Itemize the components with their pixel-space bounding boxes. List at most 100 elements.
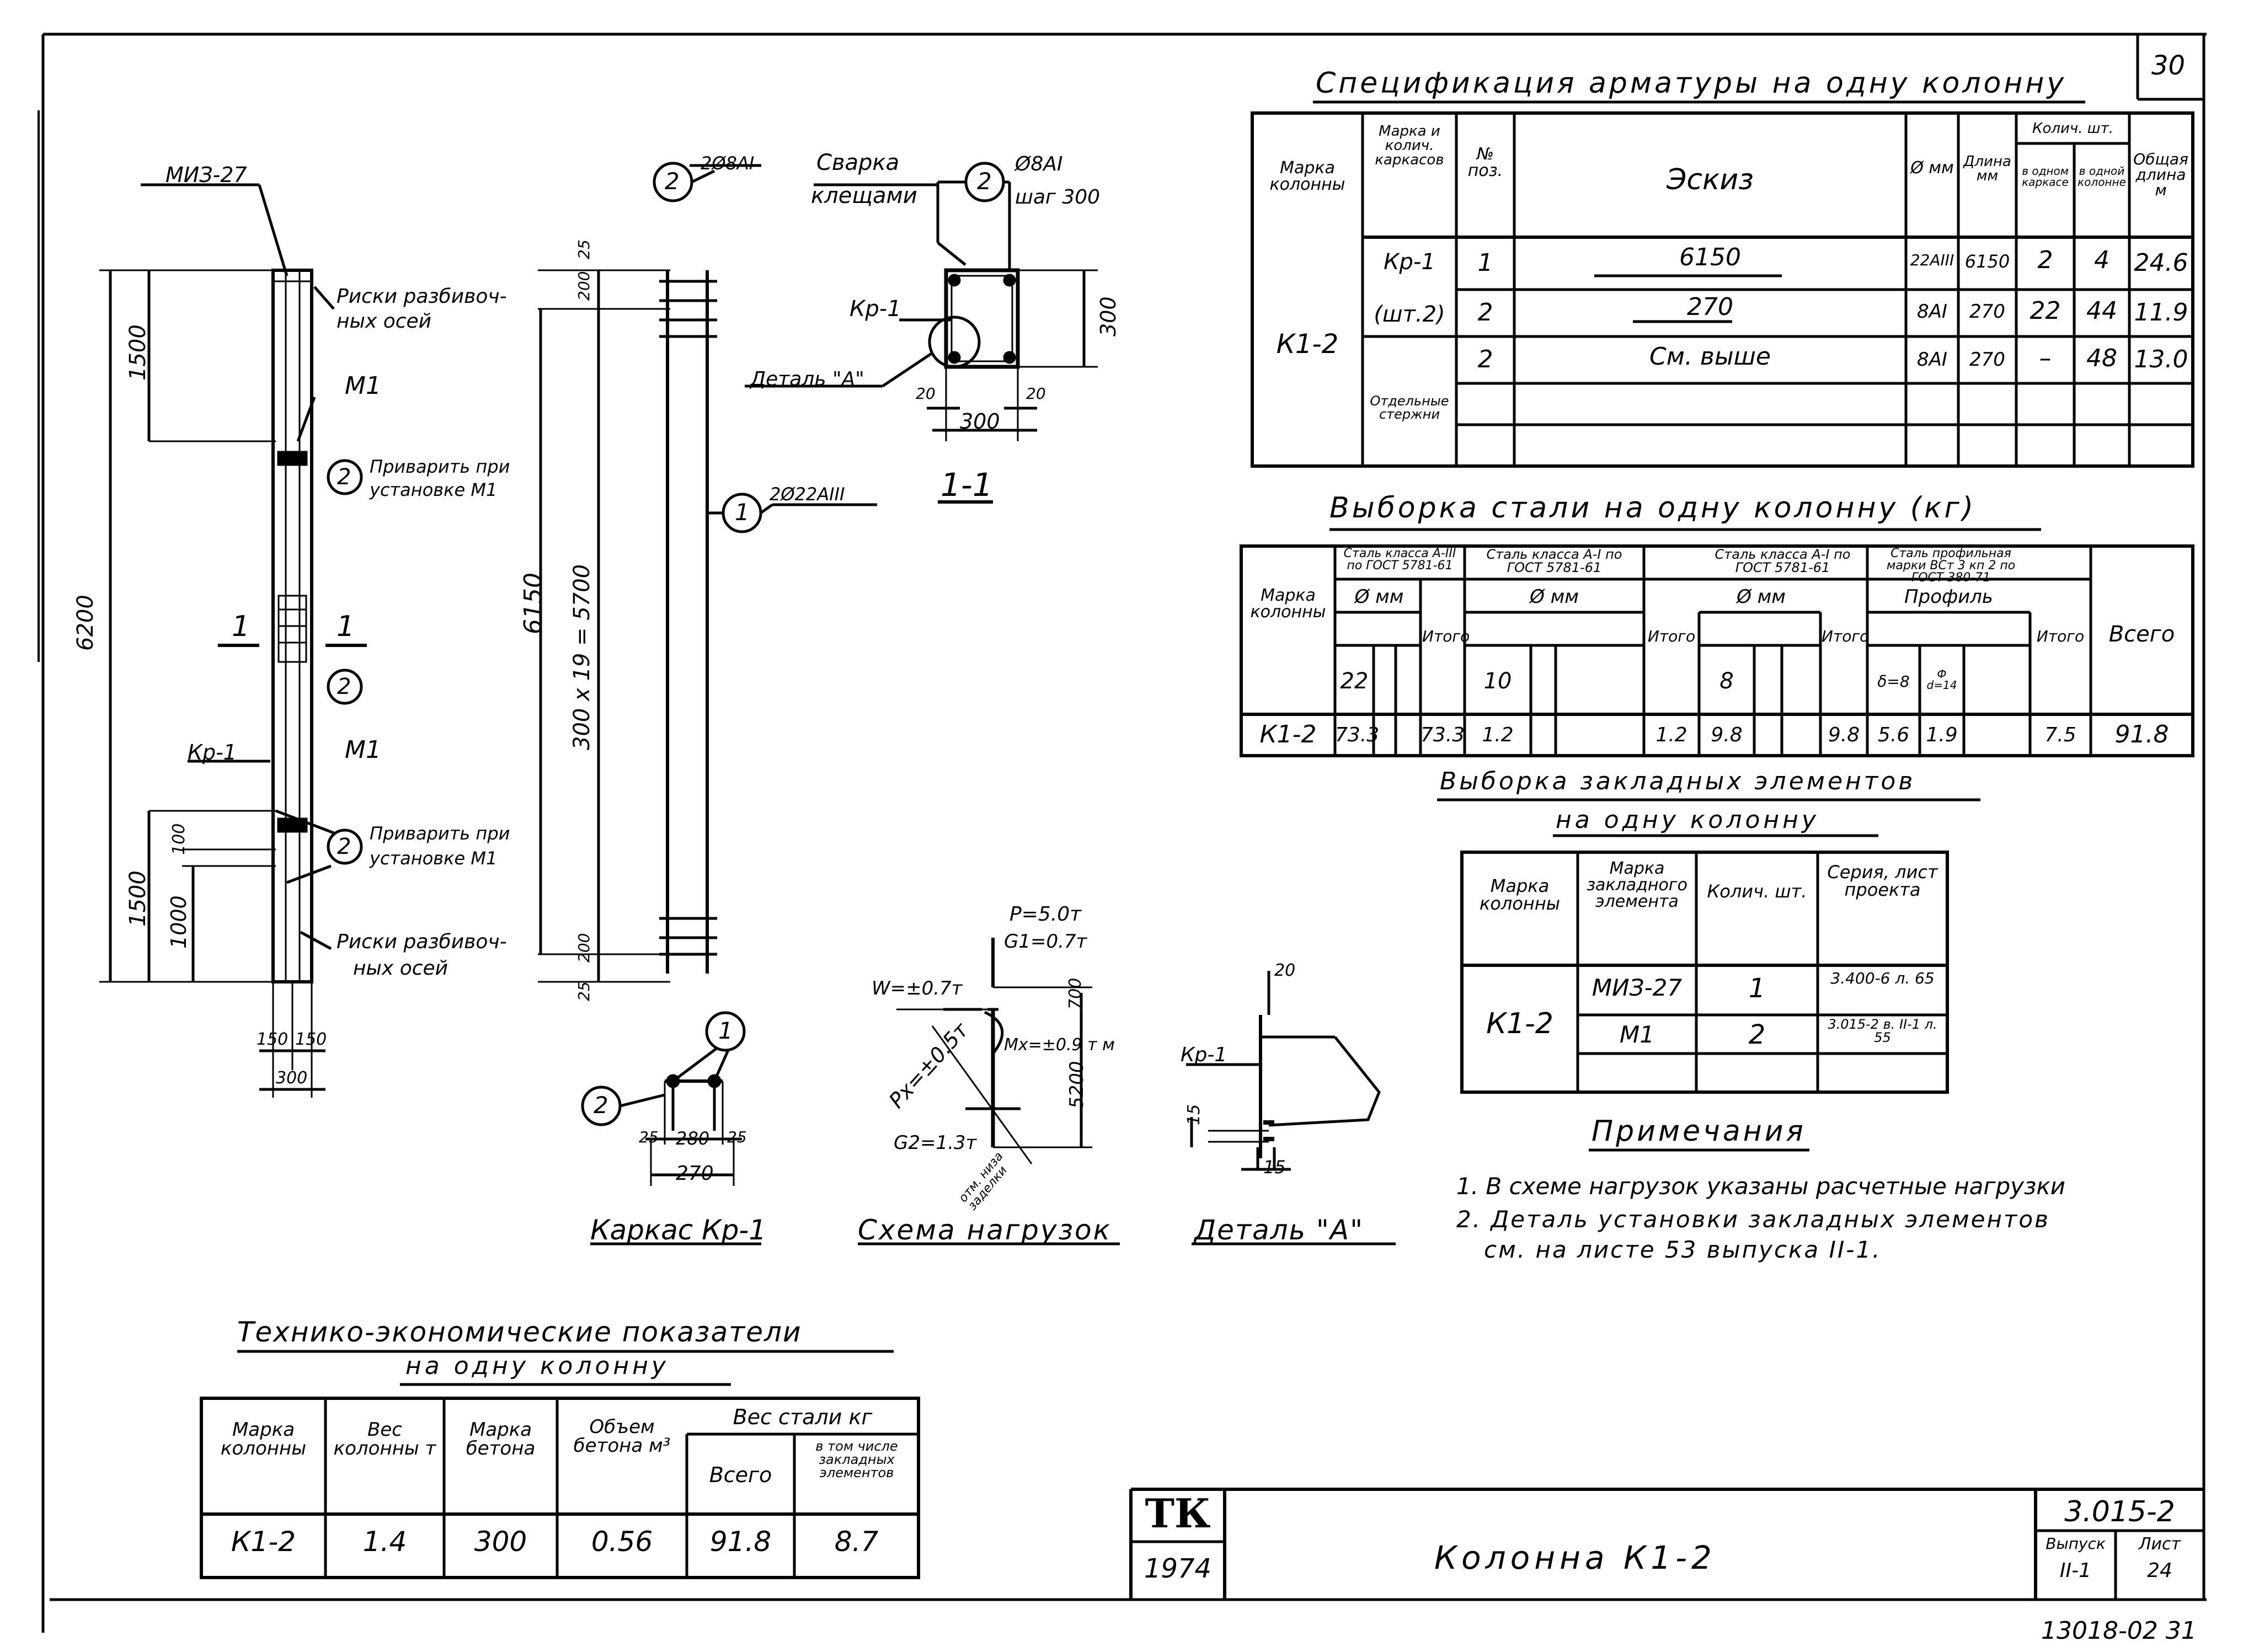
- label-weld-top-2: установке М1: [370, 479, 498, 500]
- spec-row2-dia: 8AI: [1917, 301, 1947, 323]
- steel-p2: Ф d=14: [1926, 667, 1957, 692]
- note-3: см. на листе 53 выпуска II-1.: [1484, 1236, 1882, 1263]
- spec-h-qty-frame: в одном каркасе: [2022, 164, 2069, 189]
- label-weld-top-1: Приварить при: [370, 456, 510, 477]
- spec-row2-sketch: 270: [1687, 293, 1733, 321]
- spec-h-pos: № поз.: [1467, 145, 1503, 180]
- label-kr1-elev: Кр-1: [188, 740, 237, 764]
- tech-h-total: Всего: [709, 1463, 772, 1487]
- spec-frame-qty: (шт.2): [1374, 302, 1445, 327]
- note-2: 2. Деталь установки закладных элементов: [1456, 1206, 2050, 1233]
- steel-g4: Сталь профильная марки ВСт 3 кп 2 по ГОС…: [1886, 547, 2016, 585]
- tech-row-concrete: 300: [474, 1526, 527, 1558]
- dim-20-left: 20: [916, 384, 936, 403]
- embedded-row1-el: МИЗ-27: [1592, 974, 1683, 1001]
- spec-row3-qty-frame: –: [2039, 344, 2052, 372]
- tech-h-weight: Вес колонны т: [333, 1419, 436, 1459]
- steel-dia-3: Ø мм: [1737, 586, 1786, 608]
- label-pos2-a: 2: [337, 464, 351, 490]
- label-risk-bot-2: ных осей: [353, 957, 448, 980]
- tech-row-mark: К1-2: [231, 1526, 296, 1558]
- spec-h-total-length: Общая длина м: [2133, 150, 2188, 199]
- spec-row2-length: 270: [1969, 301, 2005, 323]
- spec-h-qty-col: в одной колонне: [2078, 164, 2126, 189]
- label-detail-a: Деталь "А": [1194, 1214, 1364, 1246]
- steel-d3: 8: [1719, 669, 1734, 694]
- embedded-row2-el: М1: [1620, 1021, 1654, 1048]
- embedded-h-mark: Марка колонны: [1479, 875, 1561, 914]
- steel-row-t2: 1.2: [1655, 724, 1687, 746]
- dim-6200: 6200: [73, 595, 98, 651]
- embedded-row1-qty: 1: [1748, 973, 1766, 1004]
- stamp-logo: ТК: [1145, 1490, 1211, 1537]
- spec-h-length: Длина мм: [1963, 153, 2011, 184]
- label-load-g1: G1=0.7т: [1004, 931, 1087, 953]
- spec-row3-dia: 8AI: [1917, 349, 1947, 371]
- label-load-w: W=±0.7т: [872, 977, 963, 999]
- embedded-row2-qty: 2: [1748, 1019, 1766, 1050]
- steel-itogo-1: Итого: [1422, 627, 1470, 645]
- tech-title-1: Технико-экономические показатели: [237, 1316, 802, 1348]
- label-risk-top-2: ных осей: [337, 310, 432, 333]
- steel-dia-1: Ø мм: [1354, 586, 1404, 608]
- label-load-scheme: Схема нагрузок: [858, 1214, 1112, 1246]
- dim-200-top: 200: [575, 271, 593, 301]
- stamp-year: 1974: [1144, 1553, 1212, 1584]
- spec-title: Спецификация арматуры на одну колонну: [1316, 67, 2067, 100]
- dim-25-top: 25: [575, 239, 593, 259]
- spec-row3-length: 270: [1969, 349, 2005, 371]
- stamp-sheet: 24: [2147, 1559, 2172, 1582]
- page-number: 30: [2151, 50, 2186, 81]
- embedded-h-qty: Колич. шт.: [1707, 881, 1807, 902]
- embedded-h-element: Марка закладного элемента: [1587, 859, 1687, 911]
- label-pos2-section: 2: [977, 168, 992, 195]
- notes-title: Примечания: [1592, 1115, 1806, 1148]
- label-detail-a-ref: Деталь "А": [750, 368, 864, 391]
- dim-300-section-v: 300: [1096, 296, 1120, 336]
- steel-row-t4: 7.5: [2044, 724, 2076, 746]
- spec-row3-pos: 2: [1477, 345, 1493, 373]
- embedded-mark: К1-2: [1486, 1007, 1553, 1040]
- steel-p1: δ=8: [1877, 672, 1910, 691]
- label-pos1-kr: 1: [718, 1017, 733, 1044]
- spec-row3-sketch: См. выше: [1649, 343, 1771, 371]
- dim-150-left: 150: [257, 1030, 289, 1049]
- dim-280-kr: 280: [676, 1128, 710, 1149]
- spec-row2-qty-frame: 22: [2030, 297, 2061, 325]
- steel-row-p1: 5.6: [1877, 724, 1910, 746]
- steel-row-t1: 73.3: [1420, 724, 1465, 746]
- label-pos2-b: 2: [337, 674, 351, 699]
- embedded-row2-ref: 3.015-2 в. II-1 л. 55: [1828, 1017, 1937, 1045]
- steel-itogo-4: Итого: [2036, 627, 2085, 645]
- dim-20-right: 20: [1026, 384, 1046, 403]
- steel-g1: Сталь класса А-III по ГОСТ 5781-61: [1343, 547, 1456, 573]
- spec-row2-qty-col: 44: [2086, 297, 2117, 325]
- steel-d2: 10: [1483, 669, 1512, 694]
- embedded-h-ref: Серия, лист проекта: [1827, 862, 1938, 900]
- spec-separate: Отдельные стержни: [1370, 393, 1449, 422]
- spec-row1-pos: 1: [1477, 249, 1493, 277]
- steel-row-v3: 9.8: [1711, 724, 1743, 746]
- dim-detail-15-left: 15: [1184, 1104, 1204, 1125]
- label-section-right: 1: [337, 610, 355, 643]
- tech-h-incl: в том числе закладных элементов: [815, 1439, 898, 1480]
- dim-100: 100: [169, 823, 189, 855]
- dim-200-bot: 200: [575, 933, 593, 963]
- label-load-p: P=5.0т: [1010, 903, 1082, 926]
- steel-profile: Профиль: [1904, 586, 1993, 608]
- steel-title: Выборка стали на одну колонну (кг): [1329, 491, 1977, 525]
- label-load-mx: Mx=±0.9 т м: [1004, 1035, 1115, 1055]
- dim-detail-20: 20: [1274, 961, 1296, 980]
- tech-row-weight: 1.4: [362, 1526, 407, 1558]
- spec-h-qty: Колич. шт.: [2032, 120, 2113, 137]
- steel-row-t3: 9.8: [1828, 724, 1860, 746]
- dim-1000: 1000: [167, 895, 191, 949]
- dim-detail-15-bot: 15: [1263, 1157, 1286, 1178]
- label-risk-bot-1: Риски разбивоч-: [337, 931, 507, 953]
- stamp-title: Колонна К1-2: [1434, 1539, 1716, 1576]
- label-weld-2: клещами: [811, 183, 917, 208]
- tech-h-volume: Объем бетона м³: [573, 1416, 671, 1457]
- label-section-left: 1: [232, 610, 250, 643]
- dim-25-kr-right: 25: [727, 1128, 747, 1146]
